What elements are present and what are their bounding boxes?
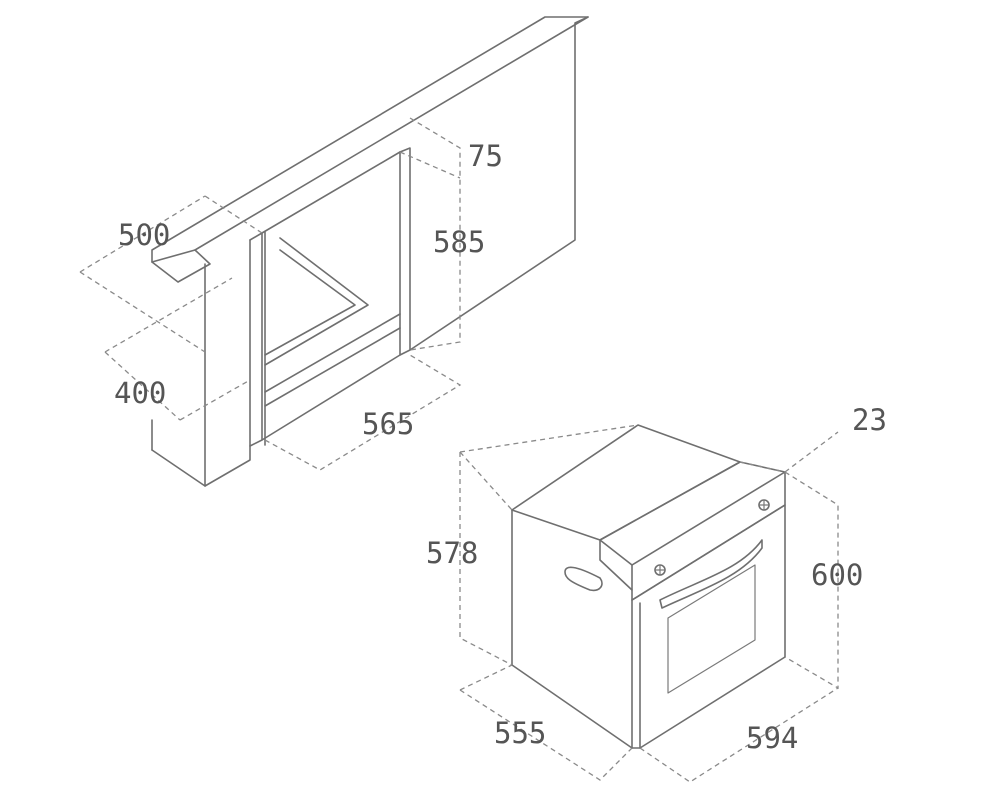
cabinet-gap-height-label: 75 <box>468 139 503 173</box>
cabinet-drawing <box>79 16 589 487</box>
oven-width-label: 594 <box>746 721 798 755</box>
oven-depth-label: 555 <box>494 716 546 750</box>
oven-total-height-label: 600 <box>811 558 863 592</box>
cabinet-opening-height-label: 585 <box>433 225 485 259</box>
cabinet-depth-top-label: 500 <box>118 218 170 252</box>
oven-panel-thickness-label: 23 <box>852 403 887 437</box>
oven-drawing <box>459 424 839 783</box>
cabinet-opening-width-label: 565 <box>362 407 414 441</box>
cabinet-depth-bottom-label: 400 <box>114 376 166 410</box>
oven-body-height-label: 578 <box>426 536 478 570</box>
